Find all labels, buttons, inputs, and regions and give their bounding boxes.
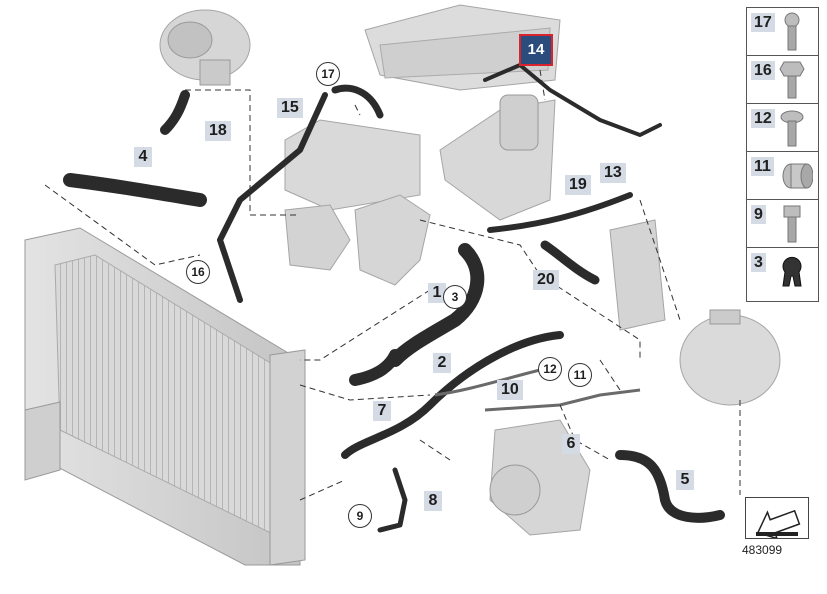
callout-8: 8: [424, 491, 442, 511]
callout-5: 5: [676, 470, 694, 490]
legend-item: 16: [747, 56, 818, 104]
legend-number: 16: [751, 61, 775, 80]
callout-7: 7: [373, 401, 391, 421]
leader-lines: [44, 69, 741, 501]
legend-number: 12: [751, 109, 775, 128]
coolant-lines: [434, 368, 641, 412]
callout-14-highlighted: 14: [519, 34, 553, 66]
oil-cooler: [609, 219, 666, 331]
legend-number: 3: [751, 253, 766, 272]
legend-number: 11: [751, 157, 774, 176]
coolant-valve: [354, 194, 431, 286]
sleeve-icon: [782, 163, 813, 189]
oil-filter-housing: [439, 94, 556, 221]
callout-19: 19: [565, 175, 591, 195]
hex-bolt-icon: [779, 61, 805, 99]
direction-arrow-icon: [756, 509, 801, 540]
callout-10: 10: [497, 380, 523, 400]
fastener-legend: 17 16 12 11 9 3: [746, 7, 819, 302]
legend-item: 9: [747, 200, 818, 248]
turbocharger: [159, 9, 251, 86]
callout-18: 18: [205, 121, 231, 141]
orientation-box: [745, 497, 809, 540]
legend-item: 3: [747, 248, 818, 296]
torx-bolt-icon: [784, 12, 800, 51]
callout-11: 11: [568, 363, 592, 387]
legend-item: 11: [747, 152, 818, 200]
callout-4: 4: [134, 147, 152, 167]
legend-item: 17: [747, 8, 818, 56]
callout-12: 12: [538, 357, 562, 381]
callout-2: 2: [433, 353, 451, 373]
flange-bolt-icon: [780, 110, 804, 147]
callout-6: 6: [562, 434, 580, 454]
radiator: [24, 227, 306, 566]
legend-item: 12: [747, 104, 818, 152]
callout-9: 9: [348, 504, 372, 528]
expansion-tank: [679, 309, 781, 406]
callout-16: 16: [186, 260, 210, 284]
callout-15: 15: [277, 98, 303, 118]
callout-3: 3: [443, 285, 467, 309]
hoses: [63, 63, 725, 533]
callout-13: 13: [600, 163, 626, 183]
clamp-icon: [782, 256, 802, 287]
thermostat-housing: [284, 119, 421, 271]
legend-number: 17: [751, 13, 775, 32]
legend-number: 9: [751, 205, 766, 224]
callout-20: 20: [533, 270, 559, 290]
callout-1: 1: [428, 283, 446, 303]
callout-17: 17: [316, 62, 340, 86]
screw-icon: [783, 205, 801, 243]
diagram-number: 483099: [742, 543, 783, 557]
